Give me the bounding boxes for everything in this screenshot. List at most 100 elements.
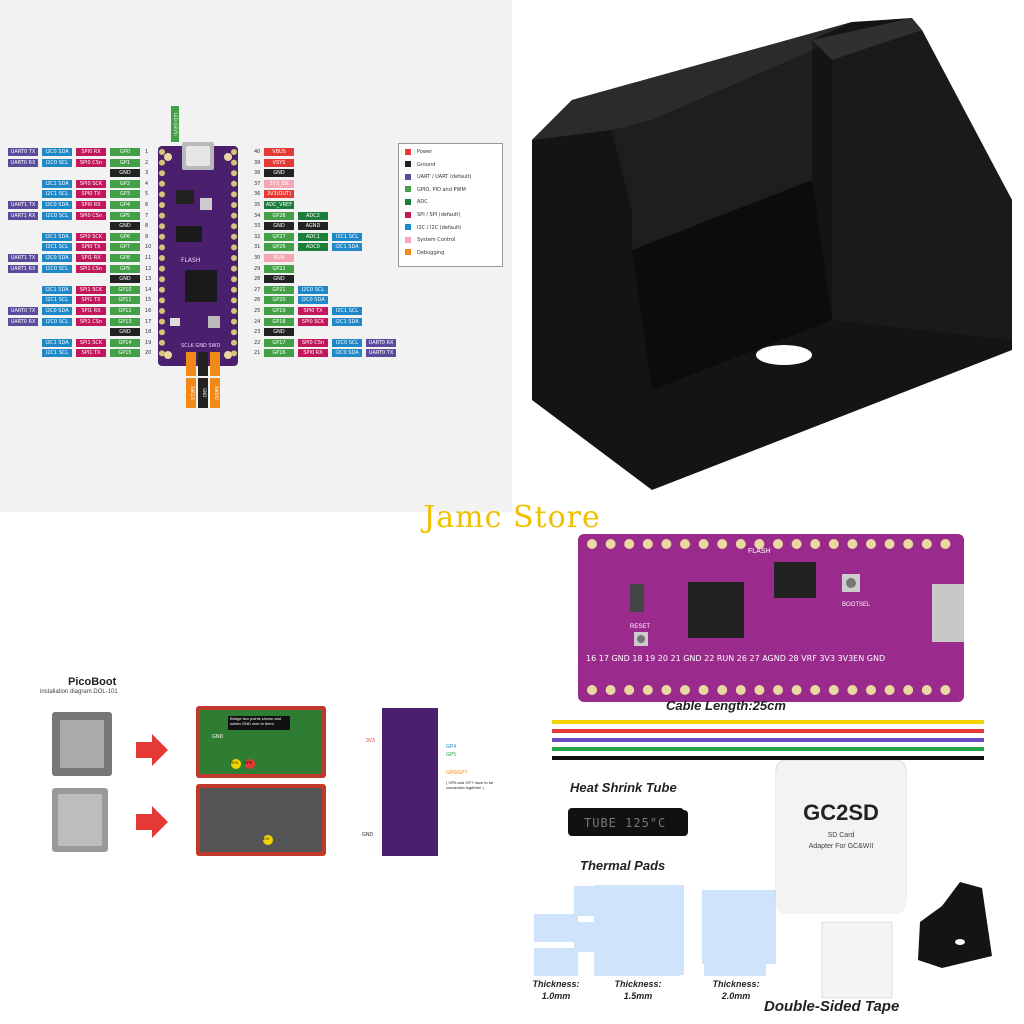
pin-pad [159,223,165,230]
board-pad [754,685,765,695]
board-pad [940,685,951,695]
legend-item: Power [405,147,432,157]
pin-label: SPI0 RX [298,349,328,358]
pin-pad [231,149,237,155]
board-pad [773,685,783,695]
pin-label: GP9 [110,264,140,273]
legend-item: System Control [405,235,455,245]
board-pad [810,685,821,695]
pin-pad [231,223,237,230]
pin-pad [231,180,237,187]
pin-pad [159,276,165,283]
pin-label: GP19 [264,307,294,315]
board-pad [587,539,597,549]
gc2sd-adapter: GC2SD SD Card Adapter For GC&WII [776,764,906,914]
pin-label: I2C1 SCL [42,296,72,305]
gc2sd-title: GC2SD [803,800,879,825]
pin-label: SPI0 TX [298,307,328,315]
pin-pad [159,149,165,155]
pin-label: SPI1 TX [76,349,106,358]
pin-label: SPI1 RX [76,254,106,262]
pin-label: I2C1 SDA [332,317,362,326]
board-pad [717,685,728,695]
pin-number: 33 [254,223,261,230]
gc2sd-line1: SD Card [827,832,855,839]
pin-label: UART0 TX [8,148,38,156]
board-note: Bridge two points shown and solder GND w… [230,716,282,726]
pin-pad [159,265,165,272]
pin-label: GP17 [264,338,294,347]
board-pad [605,539,616,549]
pin-label: GP27 [264,232,294,241]
board-pad [680,539,690,549]
pin-pad [159,212,165,219]
pico-note: ( GP6 and GP7 have to be connected toget… [446,780,494,790]
pin-label: GP8 [110,254,140,262]
pin-pad [231,170,237,177]
board-pad [735,539,746,549]
pin-label: SPI1 SCK [76,285,106,294]
pin-label: I2C1 SCL [42,190,72,199]
legend-swatch [405,224,411,231]
pin-number: 3 [145,170,149,177]
pin-label: I2C0 SDA [332,349,362,358]
pin-label: SPI0 CSn [298,338,328,347]
pin-label: GND [110,169,140,178]
pin-number: 21 [254,350,261,357]
legend-item: GPIO, PIO and PWM [405,185,466,195]
pin-label: SPI1 CSn [76,264,106,273]
pin-pad [231,308,237,314]
pin-label: I2C1 SDA [42,232,72,241]
pin-pad [159,244,165,251]
pin-label: SPI0 RX [76,148,106,156]
board-pad [828,685,839,695]
pin-label: GP16 [264,349,294,358]
pad-1-5mm [594,888,680,976]
pin-pad [231,286,237,293]
pin-number: 22 [254,339,261,346]
pin-label: I2C0 SDA [42,201,72,209]
pin-pad [159,233,165,240]
pin-number: 15 [145,297,152,304]
board-pad [754,539,765,549]
pin-label: SPI0 CSn [76,158,106,167]
pin-pad [159,180,165,187]
pin-label: RUN [264,254,294,262]
pin-label: UART0 RX [8,317,38,326]
pin-label: SPI1 RX [76,307,106,315]
legend-item: SPI / SPI (default) [405,210,460,220]
pin-number: 5 [145,191,149,198]
pin-label: I2C1 SCL [332,307,362,315]
pico-3v3: 3V3 [366,738,375,744]
pin-number: 4 [145,180,149,187]
board-pad [605,685,616,695]
legend-item: Debugging [405,248,444,258]
pin-pad [159,191,165,198]
label-gnd: GND [212,734,224,740]
pin-label: UART1 TX [8,254,38,262]
pin-number: 11 [145,255,152,261]
cable-label: Cable Length:25cm [666,698,786,713]
pin-pad [159,202,165,208]
kit-drawing [568,534,992,999]
pin-number: 26 [254,297,261,304]
board-silkscreen: 16 17 GND 18 19 20 21 GND 22 RUN 26 27 A… [586,654,886,663]
pin-number: 7 [145,212,149,219]
pad-1mm-b [534,948,578,976]
pin-label: VSYS [264,158,294,167]
pin-label: UART1 RX [8,264,38,273]
label-gp4: GP4 [230,760,239,765]
legend-label: Ground [417,161,436,168]
pin-number: 13 [145,276,152,283]
pin-pad [231,265,237,272]
pin-pad [159,339,165,346]
pin-number: 6 [145,202,149,208]
led-label: LED (GP25) [171,106,179,142]
pin-label: GP15 [110,349,140,358]
pin-label: UART0 RX [366,338,396,347]
pin-number: 27 [254,286,261,293]
pin-label: GND [264,328,294,337]
pin-pad [159,297,165,304]
pin-number: 23 [254,329,261,336]
